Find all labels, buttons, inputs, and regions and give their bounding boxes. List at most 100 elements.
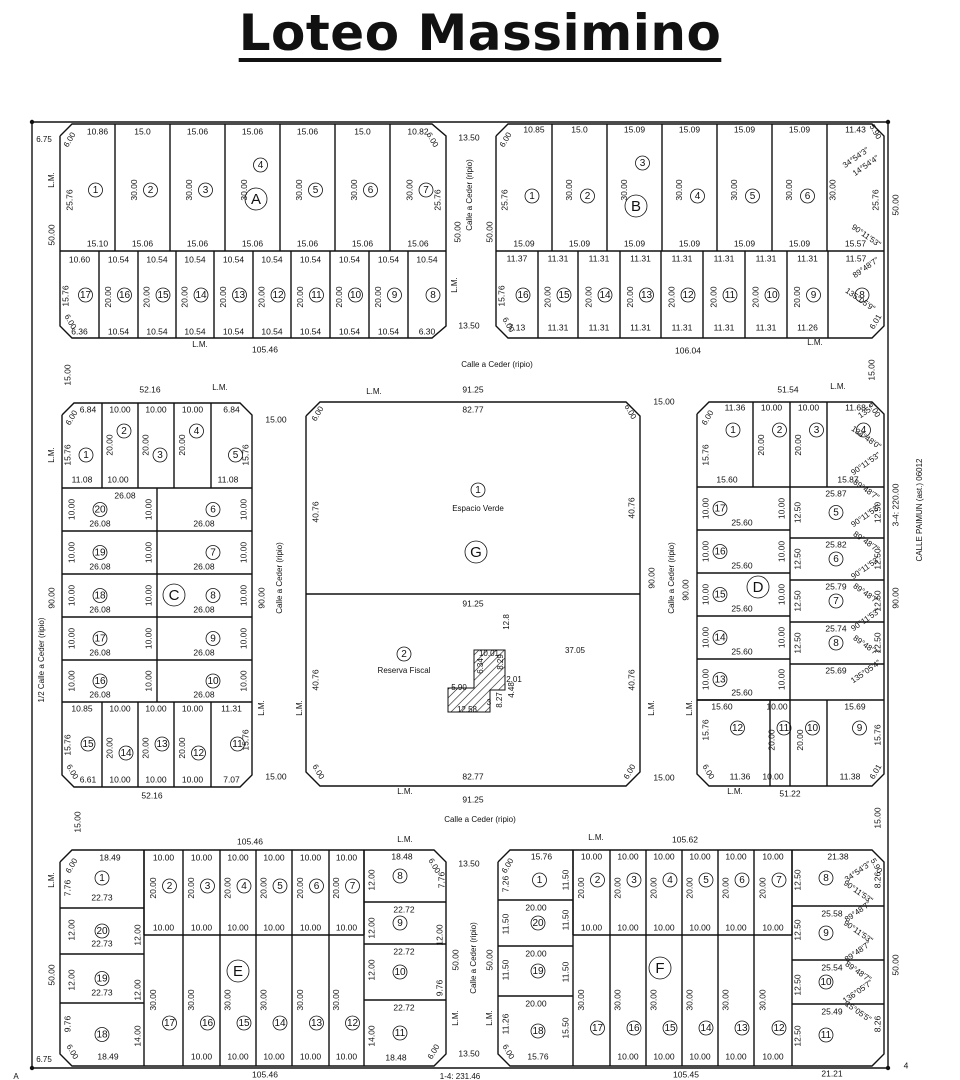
dimension-label: 1-4: 231.46 <box>440 1072 481 1080</box>
dimension-label: 20.00 <box>757 877 767 899</box>
dimension-label: 10.00 <box>336 922 358 932</box>
lot-number-circle <box>425 287 441 303</box>
lot-number: 13 <box>234 290 246 301</box>
lot-number: 6 <box>210 505 216 516</box>
lot-number: 16 <box>714 547 726 558</box>
dimension-label: 7.76 <box>436 871 446 888</box>
dimension-label: 90.00 <box>680 579 690 601</box>
street-name: Calle a Ceder (ripio) <box>465 159 474 231</box>
lot-number: 9 <box>857 723 863 734</box>
dimension-label: 90.00 <box>46 587 56 609</box>
dimension-label: 6.00 <box>425 131 441 149</box>
dimension-label: 10.00 <box>153 852 175 862</box>
dimension-label: 10.00 <box>227 1051 249 1061</box>
lot-number: 12 <box>193 748 205 759</box>
lot-number: 17 <box>592 1023 604 1034</box>
dimension-label: 20.00 <box>542 286 552 308</box>
angle-label: 15°05'5" <box>843 999 873 1024</box>
lot-number-circle <box>309 287 324 303</box>
lot-number: 12 <box>347 1018 359 1029</box>
dimension-label: 15.00 <box>62 364 72 386</box>
dimension-label: 10.00 <box>227 922 249 932</box>
lot-number: 5 <box>833 508 839 519</box>
street-name: CALLE PAIMUN (ast.) 06012 <box>915 458 924 562</box>
dimension-label: 15.09 <box>624 238 646 248</box>
dimension-label: 11.50 <box>500 959 510 980</box>
dimension-label: 7.76 <box>62 879 72 896</box>
lot-number: 9 <box>210 634 216 645</box>
lot-number-circle <box>94 870 110 886</box>
lm-label: L.M. <box>647 700 656 716</box>
dimension-label: 15.69 <box>844 701 866 711</box>
dimension-label: 13.50 <box>458 1048 480 1058</box>
dimension-label: 26.08 <box>89 561 111 571</box>
lot-number: 9 <box>397 918 403 929</box>
dimension-label: 12.00 <box>132 924 142 946</box>
lot-number: 8 <box>397 871 403 882</box>
dimension-label: 11.31 <box>797 253 818 263</box>
lot-number: 9 <box>811 290 817 301</box>
dimension-label: 22.72 <box>393 1002 415 1012</box>
dimension-label: 11.31 <box>756 253 777 263</box>
lot-number-circle <box>154 736 170 752</box>
dimension-label: 20.00 <box>104 737 114 759</box>
lot-number-circle <box>680 287 696 303</box>
lot-number: 15 <box>238 1018 250 1029</box>
lot-number: 2 <box>121 426 127 437</box>
dimension-label: 10.00 <box>653 922 675 932</box>
dimension-label: 15.06 <box>352 238 374 248</box>
corner-point-label: A <box>13 1072 19 1080</box>
dimension-label: 6.75 <box>36 135 52 144</box>
dimension-label: 6.36 <box>71 326 88 336</box>
lot-number-circle <box>162 1015 177 1031</box>
dimension-label: 30.00 <box>295 989 305 1011</box>
dimension-label: 11.31 <box>630 253 651 263</box>
block-letter-circle <box>226 959 250 983</box>
dimension-label: 10.00 <box>263 852 285 862</box>
dimension-label: 25.69 <box>825 665 847 675</box>
dimension-label: 10.54 <box>146 326 168 336</box>
dimension-label: 25.60 <box>731 646 753 656</box>
dimension-label: 15.76 <box>496 285 506 307</box>
dimension-label: 10.54 <box>146 254 168 264</box>
dimension-label: 3-4: 220.00 <box>890 483 900 526</box>
dimension-label: 20.00 <box>625 286 635 308</box>
lot-number: 1 <box>529 191 535 202</box>
dimension-label: 6.30 <box>419 326 436 336</box>
lot-number-circle <box>253 157 268 173</box>
lot-number-circle <box>198 182 213 198</box>
dimension-label: 30.00 <box>784 179 794 201</box>
lot-number-circle <box>392 915 408 931</box>
dimension-label: 15.0 <box>354 126 371 136</box>
dimension-label: 15.57 <box>845 238 867 248</box>
lot-number-circle <box>392 868 408 884</box>
dimension-label: 6.00 <box>426 1042 442 1060</box>
dimension-label: 20.00 <box>612 877 622 899</box>
dimension-label: 11.57 <box>846 253 867 263</box>
lot-number: 19 <box>532 966 544 977</box>
dimension-label: 10.00 <box>263 922 285 932</box>
dimension-label: 11.50 <box>560 869 570 890</box>
dimension-label: 10.00 <box>182 703 204 713</box>
dimension-label: 12.50 <box>792 548 802 570</box>
dimension-label: 20.00 <box>766 729 776 751</box>
lot-number: 8 <box>430 290 436 301</box>
dimension-label: 10.54 <box>184 326 206 336</box>
dimension-label: 8.29 <box>496 654 505 670</box>
dimension-label: 6.84 <box>80 404 97 414</box>
lot-name: Espacio Verde <box>452 504 504 513</box>
lot-number-circle <box>776 720 792 736</box>
dimension-label: 15.0 <box>134 126 151 136</box>
dimension-label: 10.00 <box>762 851 784 861</box>
lot-number-circle <box>205 502 221 517</box>
dimension-label: 50.00 <box>46 224 56 246</box>
dimension-label: 20.00 <box>104 434 114 456</box>
dimension-label: 10.54 <box>339 254 361 264</box>
dimension-label: 91.25 <box>462 794 484 804</box>
lot-number-circle <box>712 630 728 645</box>
dimension-label: 15.06 <box>242 126 264 136</box>
lot-number: 11 <box>779 723 790 734</box>
dimension-label: 15.06 <box>297 238 319 248</box>
block-a-outline <box>59 123 447 339</box>
lot-number: 16 <box>628 1023 640 1034</box>
